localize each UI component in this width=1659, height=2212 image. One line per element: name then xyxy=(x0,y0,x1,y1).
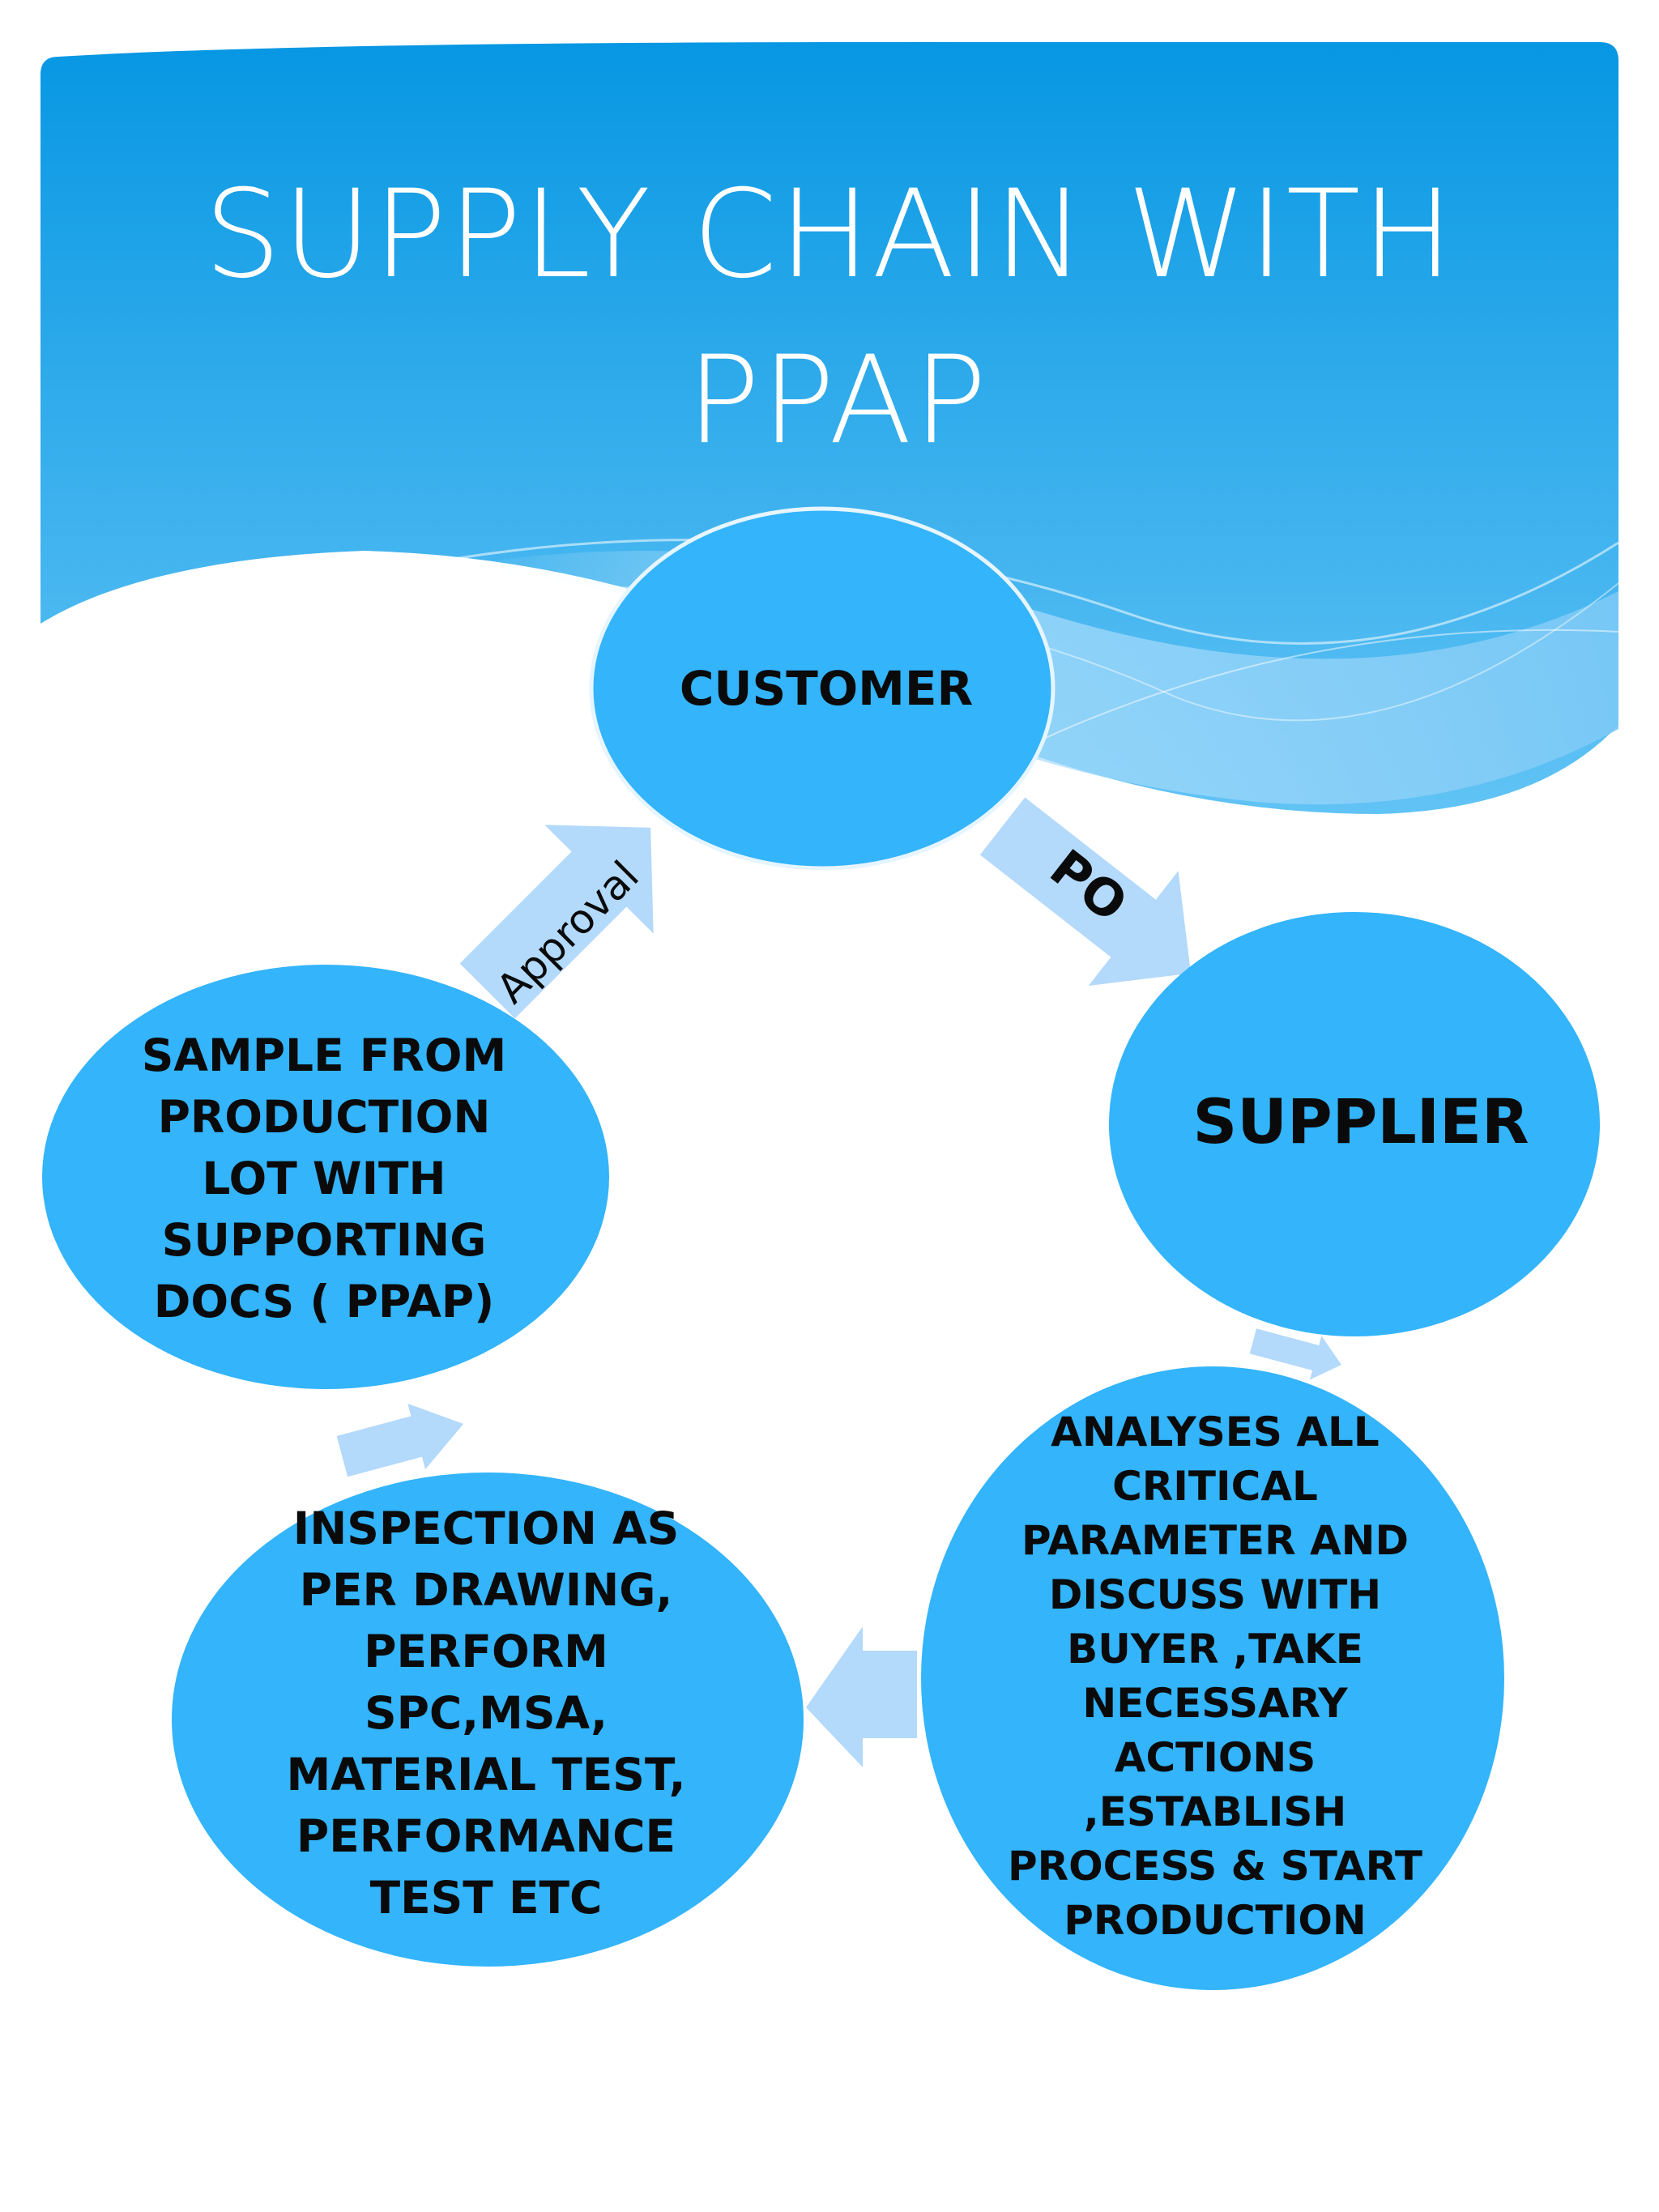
customer-node xyxy=(589,506,1056,871)
inspection-to-sample-arrow xyxy=(336,1403,464,1477)
supplier-label: SUPPLIER xyxy=(1192,1085,1529,1157)
header-wave-line-1 xyxy=(453,539,1619,645)
sample-label: SAMPLE FROM PRODUCTION LOT WITH SUPPORTI… xyxy=(141,1029,507,1328)
analyses-label: ANALYSES ALL CRITICAL PARAMETER AND DISC… xyxy=(1008,1409,1422,1944)
title-line-2: PPAP xyxy=(686,330,989,471)
approval-arrow xyxy=(459,825,654,1019)
header-wave-line-3 xyxy=(1012,629,1619,754)
inspection-node xyxy=(172,1473,804,1967)
sample-node xyxy=(42,965,609,1389)
supplier-to-analyses-arrow xyxy=(1249,1328,1342,1380)
analyses-node xyxy=(921,1366,1504,1990)
title-line-1: SUPPLY CHAIN WITH xyxy=(203,164,1456,305)
po-arrow xyxy=(979,797,1192,987)
supplier-node xyxy=(1109,912,1600,1336)
header-band xyxy=(41,41,1618,815)
analyses-to-inspection-arrow xyxy=(806,1626,917,1767)
inspection-label: INSPECTION AS PER DRAWING, PERFORM SPC,M… xyxy=(286,1502,686,1924)
customer-label: CUSTOMER xyxy=(679,661,974,716)
